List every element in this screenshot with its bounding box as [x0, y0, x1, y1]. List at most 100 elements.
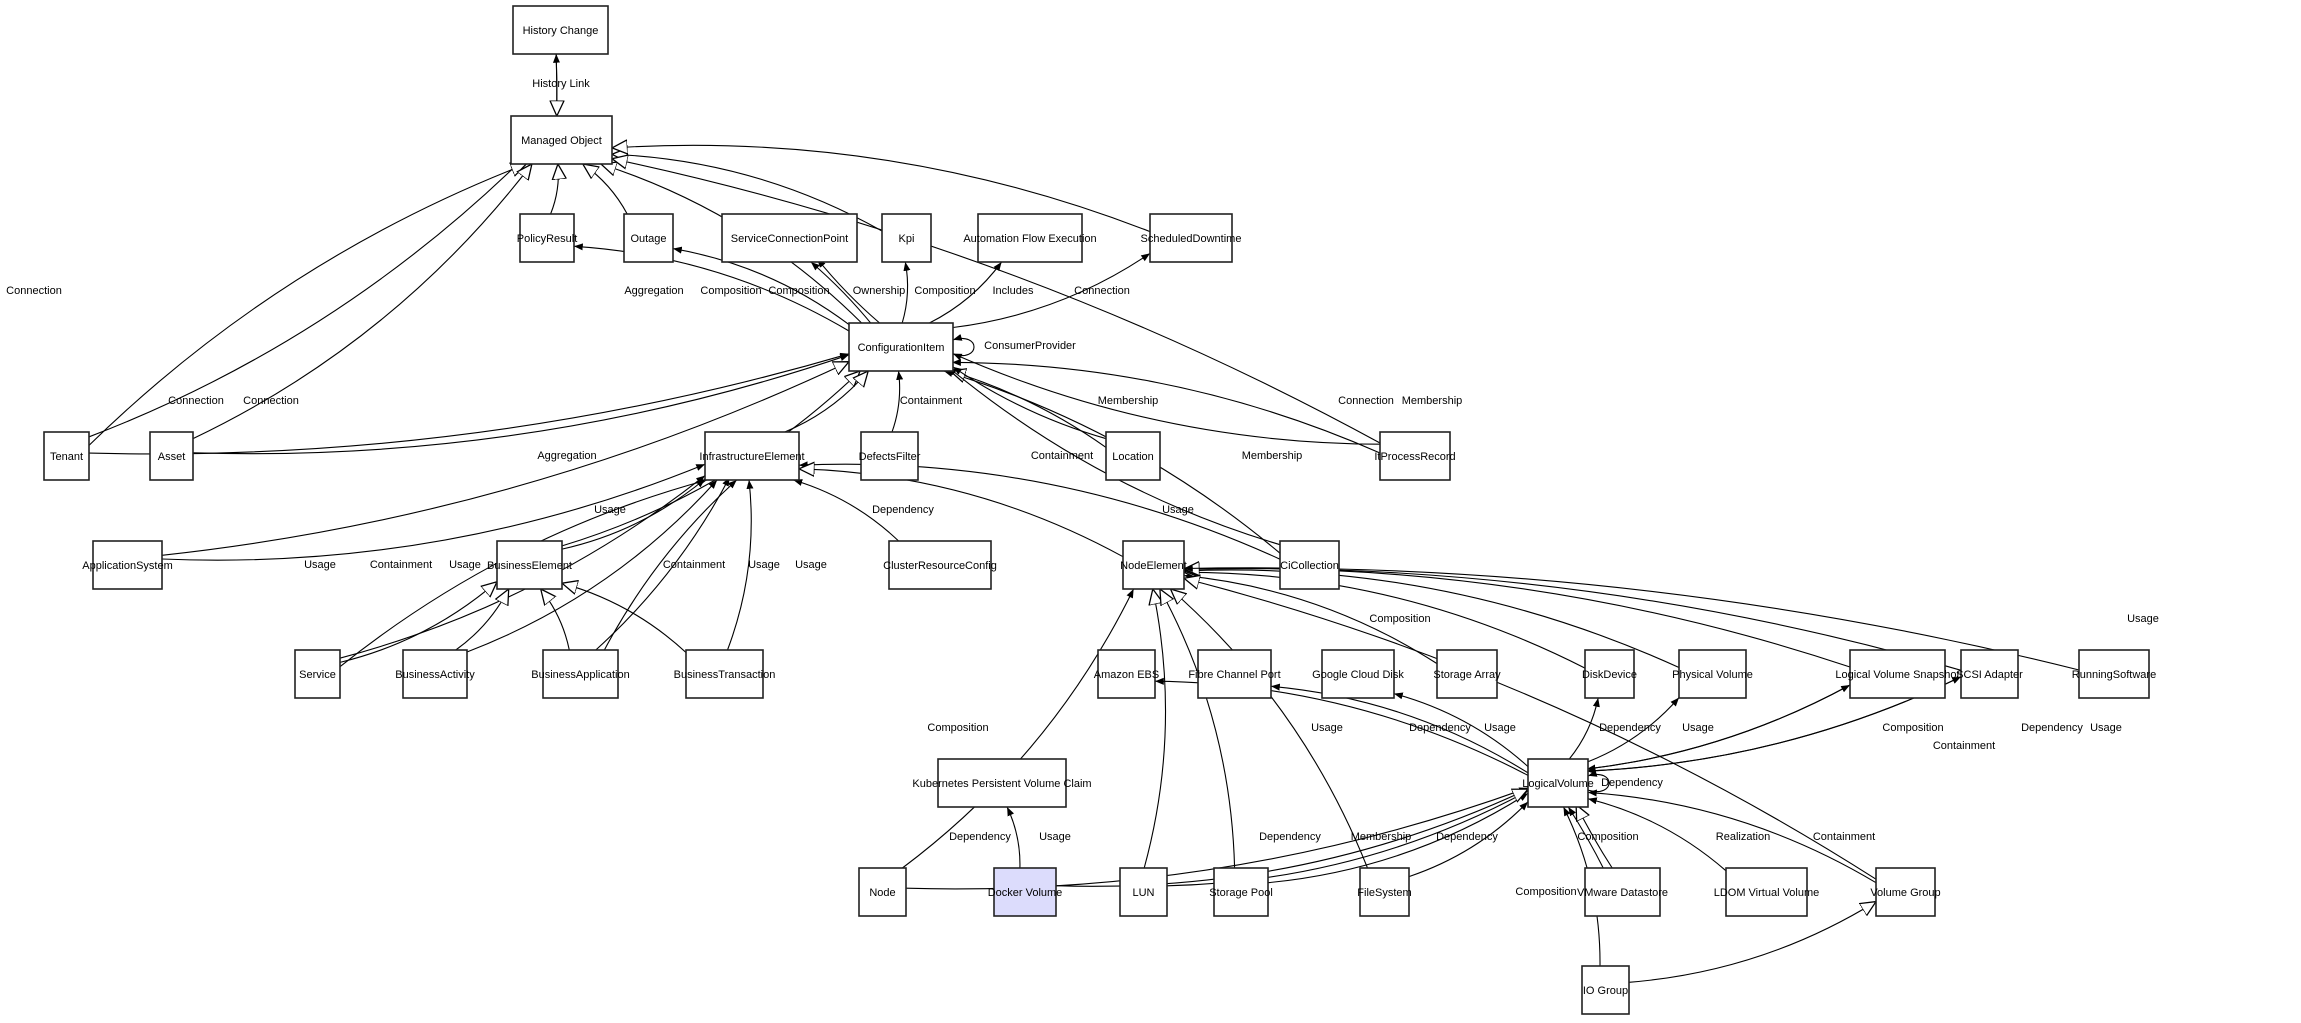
- node-business-application[interactable]: BusinessApplication: [531, 649, 630, 699]
- node-box[interactable]: [1321, 649, 1395, 699]
- node-box[interactable]: [512, 5, 609, 55]
- edge-label: Membership: [1242, 450, 1303, 462]
- node-service[interactable]: Service: [294, 649, 341, 699]
- node-vmware-datastore[interactable]: VMware Datastore: [1577, 867, 1668, 917]
- node-box[interactable]: [1875, 867, 1936, 917]
- node-file-system[interactable]: FileSystem: [1357, 867, 1412, 917]
- node-lun[interactable]: LUN: [1119, 867, 1168, 917]
- edge-outage-to-managed-object: [583, 164, 628, 215]
- node-outage[interactable]: Outage: [623, 213, 674, 263]
- node-box[interactable]: [1581, 965, 1630, 1015]
- node-box[interactable]: [1960, 649, 2019, 699]
- node-box[interactable]: [623, 213, 674, 263]
- node-box[interactable]: [92, 540, 163, 590]
- edge-application-system-to-configuration-item: [161, 362, 849, 556]
- node-box[interactable]: [685, 649, 764, 699]
- node-box[interactable]: [1584, 867, 1661, 917]
- node-physical-volume[interactable]: Physical Volume: [1672, 649, 1753, 699]
- node-box[interactable]: [1279, 540, 1340, 590]
- node-box[interactable]: [1849, 649, 1946, 699]
- node-box[interactable]: [1584, 649, 1635, 699]
- node-box[interactable]: [1725, 867, 1808, 917]
- node-box[interactable]: [858, 867, 907, 917]
- node-volume-group[interactable]: Volume Group: [1870, 867, 1941, 917]
- node-automation-flow-execution[interactable]: Automation Flow Execution: [963, 213, 1097, 263]
- node-business-element[interactable]: BusinessElement: [487, 540, 572, 590]
- node-business-transaction[interactable]: BusinessTransaction: [674, 649, 776, 699]
- node-box[interactable]: [848, 322, 954, 372]
- node-location[interactable]: Location: [1105, 431, 1161, 481]
- node-tenant[interactable]: Tenant: [43, 431, 90, 481]
- node-disk-device[interactable]: DiskDevice: [1582, 649, 1637, 699]
- node-box[interactable]: [1149, 213, 1233, 263]
- node-box[interactable]: [1119, 867, 1168, 917]
- node-box[interactable]: [496, 540, 563, 590]
- node-history-change[interactable]: History Change: [512, 5, 609, 55]
- node-box[interactable]: [1105, 431, 1161, 481]
- edge-line: [810, 261, 874, 327]
- node-storage-array[interactable]: Storage Array: [1433, 649, 1501, 699]
- edge-business-element-to-infrastructure-element: [561, 478, 706, 550]
- node-node[interactable]: Node: [858, 867, 907, 917]
- node-amazon-ebs[interactable]: Amazon EBS: [1094, 649, 1159, 699]
- node-box[interactable]: [860, 431, 919, 481]
- node-node-element[interactable]: NodeElement: [1120, 540, 1187, 590]
- node-box[interactable]: [402, 649, 468, 699]
- node-k8s-pvc[interactable]: Kubernetes Persistent Volume Claim: [912, 758, 1092, 808]
- edge-it-process-record-to-configuration-item: [952, 358, 1381, 454]
- node-box[interactable]: [510, 115, 613, 165]
- node-fibre-channel-port[interactable]: Fibre Channel Port: [1188, 649, 1281, 699]
- edge-label: Composition: [700, 285, 761, 297]
- node-box[interactable]: [294, 649, 341, 699]
- node-configuration-item[interactable]: ConfigurationItem: [848, 322, 954, 372]
- node-label: ConfigurationItem: [858, 342, 945, 354]
- node-scsi-adapter[interactable]: SCSI Adapter: [1956, 649, 2023, 699]
- edge-label: Usage: [449, 559, 481, 571]
- node-box[interactable]: [1379, 431, 1451, 481]
- node-box[interactable]: [149, 431, 194, 481]
- node-policy-result[interactable]: PolicyResult: [517, 213, 578, 263]
- node-cluster-resource-config[interactable]: ClusterResourceConfig: [883, 540, 997, 590]
- node-application-system[interactable]: ApplicationSystem: [82, 540, 173, 590]
- node-service-connection-point[interactable]: ServiceConnectionPoint: [721, 213, 858, 263]
- node-business-activity[interactable]: BusinessActivity: [395, 649, 475, 699]
- node-box[interactable]: [1527, 758, 1589, 808]
- node-box[interactable]: [704, 431, 800, 481]
- node-it-process-record[interactable]: ItProcessRecord: [1374, 431, 1456, 481]
- node-logical-volume[interactable]: LogicalVolume: [1522, 758, 1594, 808]
- node-storage-pool[interactable]: Storage Pool: [1209, 867, 1273, 917]
- node-ci-collection[interactable]: CiCollection: [1279, 540, 1340, 590]
- node-box[interactable]: [2078, 649, 2150, 699]
- node-logical-volume-snapshot[interactable]: Logical Volume Snapshot: [1835, 649, 1960, 699]
- node-box[interactable]: [993, 867, 1057, 917]
- node-box[interactable]: [977, 213, 1083, 263]
- node-box[interactable]: [1436, 649, 1498, 699]
- node-box[interactable]: [888, 540, 992, 590]
- node-box[interactable]: [1122, 540, 1185, 590]
- node-box[interactable]: [519, 213, 575, 263]
- node-google-cloud-disk[interactable]: Google Cloud Disk: [1312, 649, 1404, 699]
- node-io-group[interactable]: IO Group: [1581, 965, 1630, 1015]
- node-infrastructure-element[interactable]: InfrastructureElement: [699, 431, 805, 481]
- node-box[interactable]: [1097, 649, 1156, 699]
- node-scheduled-downtime[interactable]: ScheduledDowntime: [1141, 213, 1242, 263]
- node-docker-volume[interactable]: Docker Volume: [988, 867, 1063, 917]
- node-box[interactable]: [937, 758, 1067, 808]
- node-box[interactable]: [1213, 867, 1269, 917]
- node-box[interactable]: [1197, 649, 1272, 699]
- node-kpi[interactable]: Kpi: [881, 213, 932, 263]
- node-ldom-virtual-volume[interactable]: LDOM Virtual Volume: [1714, 867, 1820, 917]
- node-asset[interactable]: Asset: [149, 431, 194, 481]
- node-defects-filter[interactable]: DefectsFilter: [859, 431, 921, 481]
- node-box[interactable]: [721, 213, 858, 263]
- node-running-software[interactable]: RunningSoftware: [2072, 649, 2156, 699]
- node-box[interactable]: [1678, 649, 1747, 699]
- node-box[interactable]: [542, 649, 619, 699]
- node-box[interactable]: [43, 431, 90, 481]
- node-managed-object[interactable]: Managed Object: [510, 115, 613, 165]
- node-box[interactable]: [1359, 867, 1410, 917]
- node-box[interactable]: [881, 213, 932, 263]
- edge-label: Dependency: [1409, 722, 1471, 734]
